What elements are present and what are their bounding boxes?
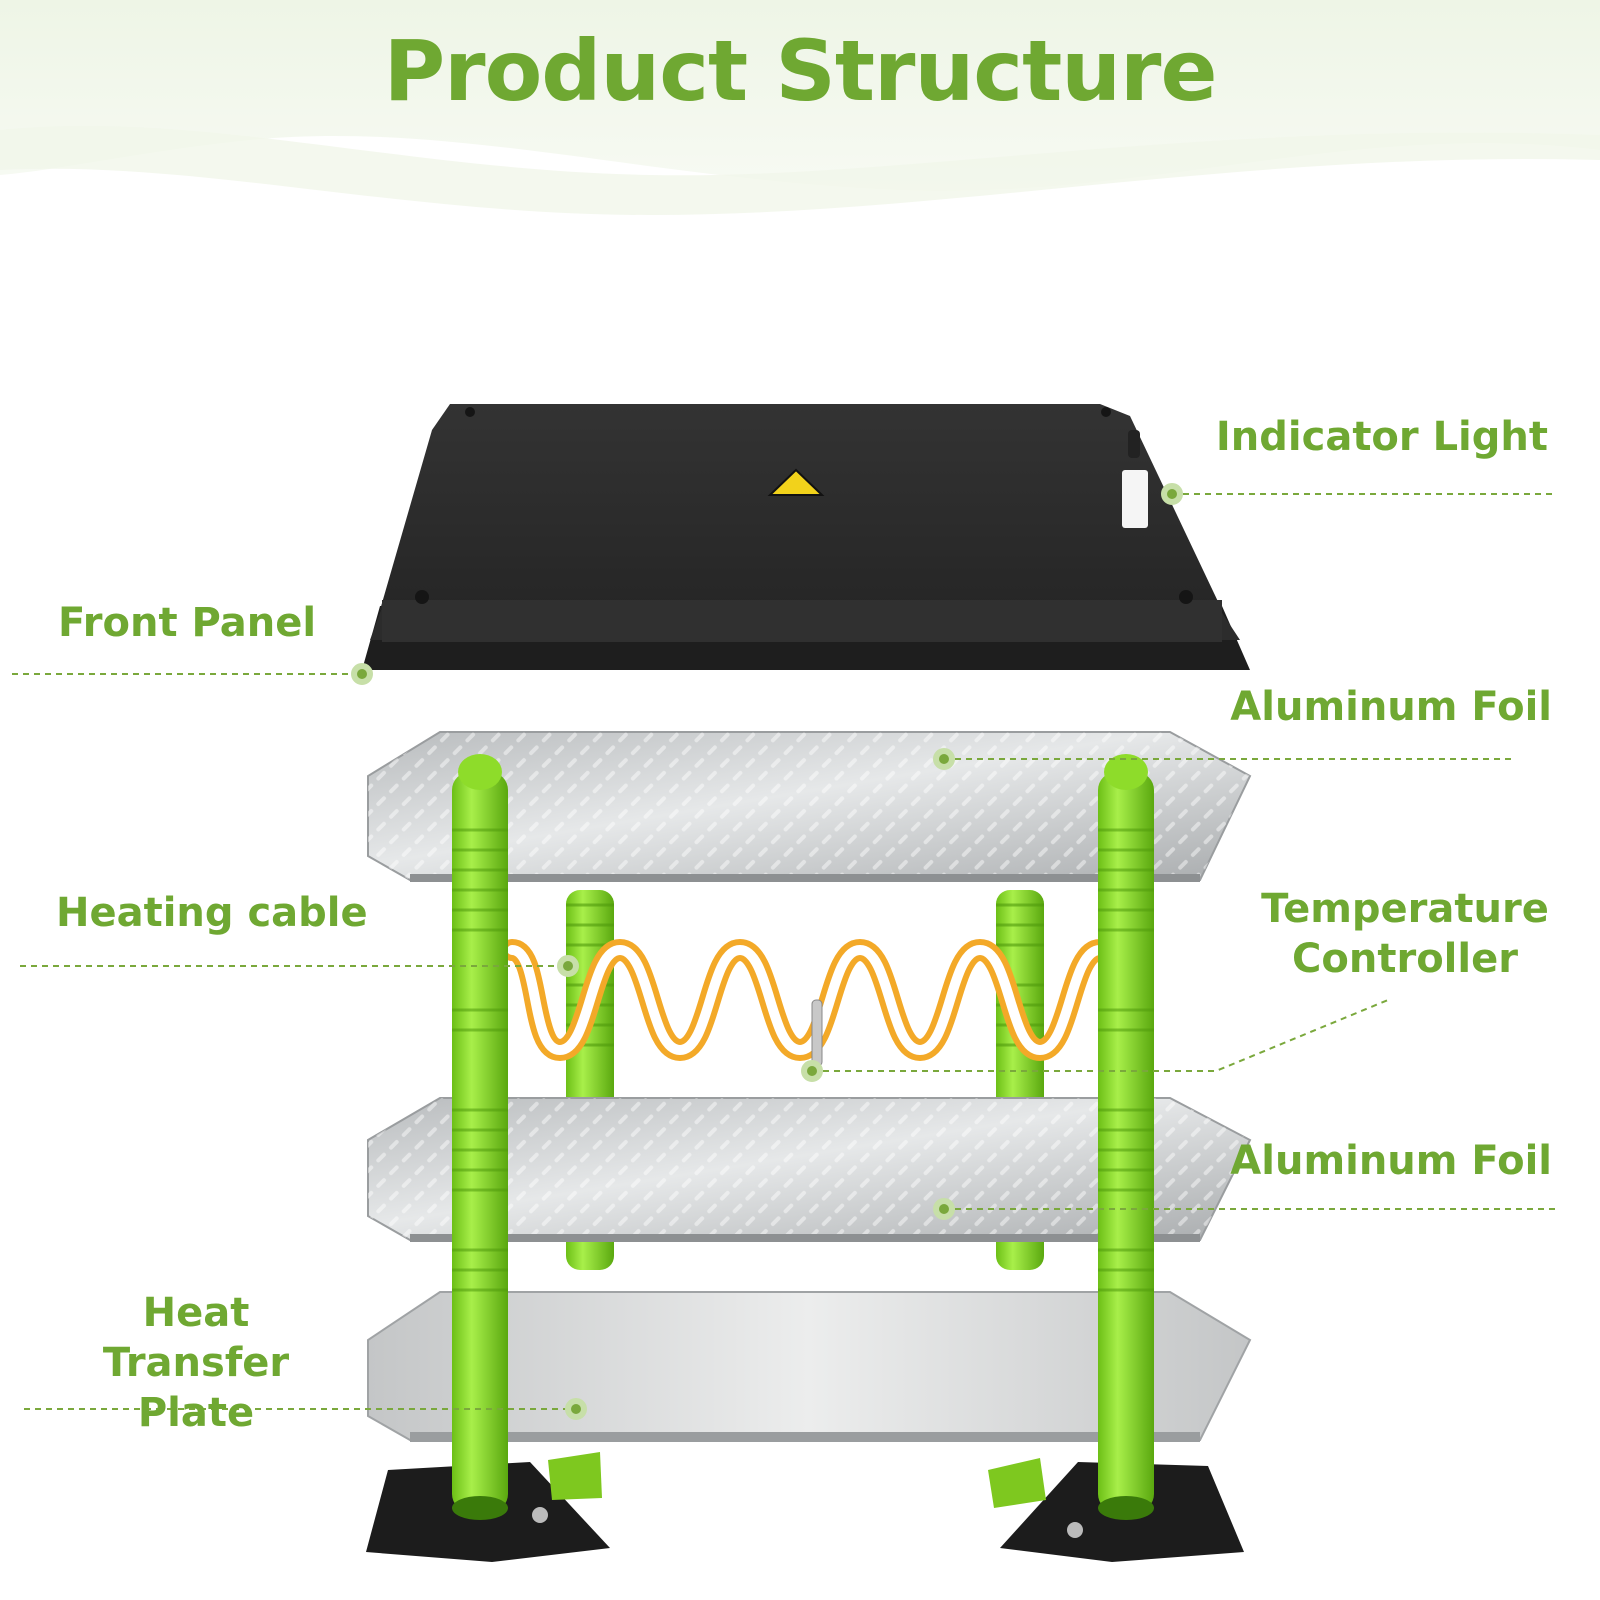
warning-triangle-icon — [767, 468, 825, 496]
header-background-wave — [0, 0, 1600, 215]
aluminum-foil-bottom — [367, 1097, 1252, 1242]
label-aluminum-foil-bottom: Aluminum Foil — [1230, 1138, 1552, 1184]
heating-cable — [501, 938, 1111, 1067]
heating-cable-dot — [557, 955, 579, 977]
heat-transfer-plate — [367, 1291, 1252, 1442]
aluminum-foil-bottom-dot — [933, 1198, 955, 1220]
page-title: Product Structure — [383, 22, 1218, 120]
aluminum-foil-top — [367, 731, 1252, 882]
front-panel — [362, 404, 1250, 670]
front-rods — [452, 754, 1154, 1520]
label-aluminum-foil-top: Aluminum Foil — [1230, 684, 1552, 730]
aluminum-foil-top-dot — [933, 748, 955, 770]
label-heat-transfer-plate: Heat Transfer Plate — [102, 1290, 290, 1436]
label-heating-cable: Heating cable — [56, 890, 368, 936]
temperature-controller-dot — [801, 1060, 823, 1082]
label-front-panel: Front Panel — [58, 600, 317, 646]
heat-transfer-plate-dot — [565, 1398, 587, 1420]
label-temperature-controller: Temperature Controller — [1261, 886, 1549, 982]
indicator-light-dot — [1161, 483, 1183, 505]
label-indicator-light: Indicator Light — [1215, 414, 1548, 460]
front-panel-dot — [351, 663, 373, 685]
